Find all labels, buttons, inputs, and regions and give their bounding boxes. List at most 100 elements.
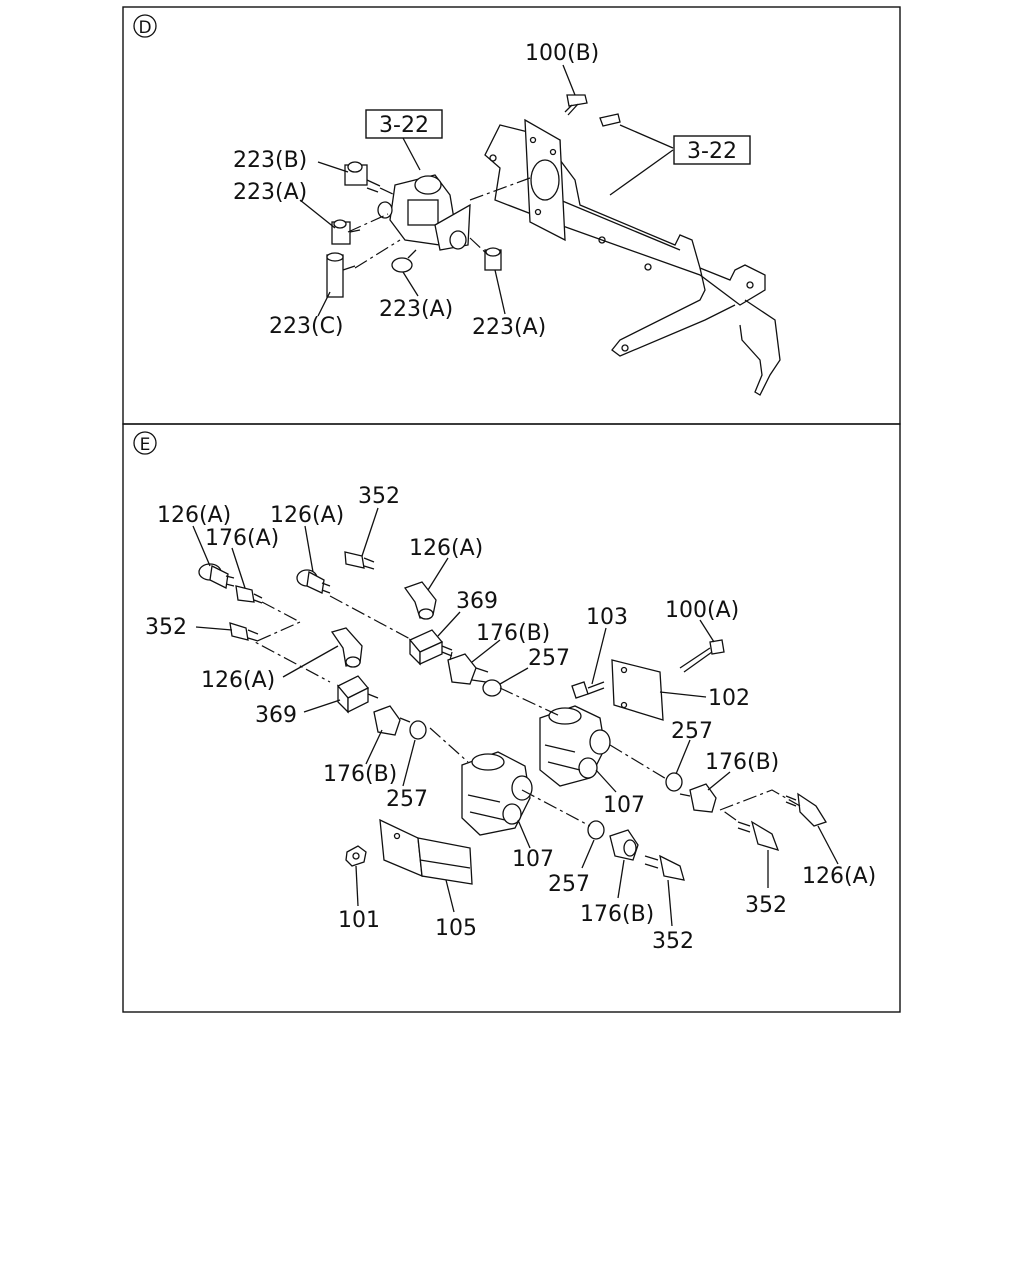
callout-223a-mid: 223(A) [379,297,453,322]
panel-e: E [122,423,901,1013]
connector-352-right [737,820,780,851]
relay-valve-107-left [461,751,533,836]
callout-257-bot: 257 [548,872,590,897]
leader-369-bot [303,699,341,713]
callout-126a-5: 126(A) [802,864,876,889]
union-176b-right [679,783,717,813]
union-176b-top [447,653,489,685]
panel-e-frame [122,423,901,1013]
fitting-223c [326,252,356,298]
leader-322-right [609,124,674,196]
ref-box-322-left [365,109,443,139]
bolt-100a [679,639,725,673]
bolt-100b-part [564,94,588,116]
callout-352-bot: 352 [652,929,694,954]
panel-d-marker: D [138,18,151,38]
panel-d-marker-circle [133,14,157,38]
callout-176b-bot: 176(B) [580,902,654,927]
leader-223a-top [299,199,336,229]
nut-101 [345,845,367,867]
callout-369-bot: 369 [255,703,297,728]
bracket-102 [611,659,664,721]
connector-352-bot [644,854,685,881]
leader-352-bot [667,879,673,927]
callout-100b: 100(B) [525,41,599,66]
callout-176b-left: 176(B) [323,762,397,787]
leader-102 [659,691,707,698]
leader-257-right [675,739,691,775]
callout-105: 105 [435,916,477,941]
panel-d: D [122,6,901,425]
callout-102: 102 [708,686,750,711]
callout-257-right: 257 [671,719,713,744]
elbow-126a-2 [296,569,331,594]
callout-352-left: 352 [145,615,187,640]
callout-103: 103 [586,605,628,630]
callout-257-left: 257 [386,787,428,812]
leader-126a-4 [282,645,339,678]
leader-257-bot [581,839,595,869]
panel-e-marker: E [140,435,151,455]
callout-126a-4: 126(A) [201,668,275,693]
assembly-lines-e [253,595,801,827]
callout-176a: 176(A) [205,526,279,551]
leader-126a-1 [192,525,211,567]
fitting-223a-right [484,247,502,271]
leader-103 [591,627,607,685]
callout-257-top: 257 [528,646,570,671]
relay-valve-d [377,174,471,251]
assembly-lines-d [347,177,531,269]
callout-223b: 223(B) [233,148,307,173]
leader-100b [562,64,576,96]
callout-100a: 100(A) [665,598,739,623]
connector-352-top [344,551,375,570]
leader-352-top [361,507,379,557]
leader-369-top [437,611,461,637]
callout-107-left: 107 [512,847,554,872]
connector-352-left [229,622,259,642]
elbow-126a-4 [330,627,363,668]
fitting-223a-mid [391,249,417,273]
callout-126a-1: 126(A) [157,503,231,528]
leader-176b-right [707,771,731,791]
leader-101 [355,865,359,907]
callout-223a-top: 223(A) [233,180,307,205]
callout-126a-2: 126(A) [270,503,344,528]
leader-257-top [499,667,529,685]
callout-322-left: 3-22 [379,113,429,138]
ref-box-322-right [673,135,751,165]
washer-257-top [482,679,502,697]
panel-e-marker-circle [133,431,157,455]
leader-126a-5 [817,825,839,865]
leader-100a [699,619,715,643]
bolt-103 [571,681,605,699]
fitting-223a-top [331,219,361,245]
leader-223b [317,161,349,173]
leader-322-left [402,137,421,171]
callout-126a-3: 126(A) [409,536,483,561]
leader-223a-right [494,269,506,315]
callout-223a-right: 223(A) [472,315,546,340]
callout-101: 101 [338,908,380,933]
leader-105 [445,879,455,913]
leader-176b-bot [617,859,625,899]
leader-176b-top [471,639,501,663]
callout-107-right: 107 [603,793,645,818]
nipple-176a [235,585,263,604]
elbow-126a-3 [403,581,437,620]
callout-223c: 223(C) [269,314,344,339]
fitting-223b [344,161,381,193]
leader-126a-2 [304,525,314,573]
leader-107-right [595,769,617,793]
bolt-right-part [599,113,621,127]
callout-369-top: 369 [456,589,498,614]
callout-352-top: 352 [358,484,400,509]
mounting-plate [524,118,566,242]
relay-valve-107-right [539,705,611,787]
washer-257-left [409,720,427,740]
leader-126a-3 [427,557,449,591]
callout-176b-top: 176(B) [476,621,550,646]
leader-223a-mid [402,271,419,297]
leader-107-left [517,819,531,849]
